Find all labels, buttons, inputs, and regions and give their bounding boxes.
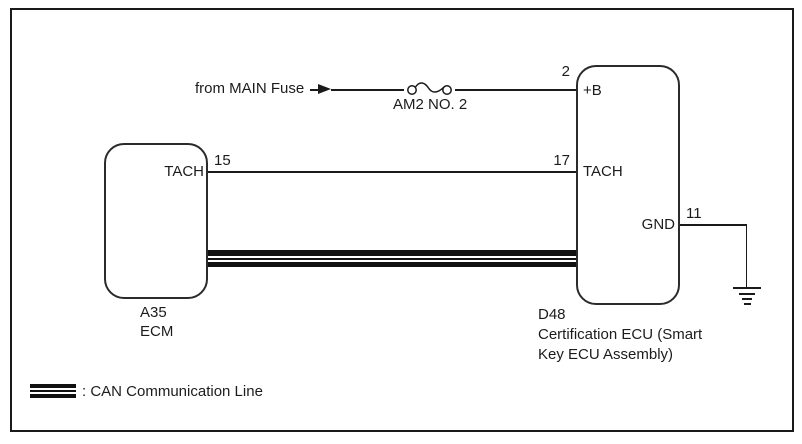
- ecm-pin-tach-label: TACH: [164, 163, 204, 180]
- fuse-name-label: AM2 NO. 2: [393, 96, 468, 113]
- gnd-wire-vertical: [745, 224, 747, 288]
- cert-pin-bplus-label: +B: [583, 82, 602, 99]
- ecm-box: [104, 143, 208, 299]
- ecm-name-label: ECM: [140, 323, 174, 340]
- b-plus-wire-right: [455, 89, 576, 91]
- cert-name-line1: Certification ECU (Smart: [538, 326, 703, 343]
- pin-number-17: 17: [553, 152, 570, 169]
- power-source-label: from MAIN Fuse: [195, 80, 305, 97]
- fuse-icon: [407, 82, 452, 95]
- certification-ecu-box: [576, 65, 680, 305]
- legend-can-line-label: : CAN Communication Line: [82, 383, 263, 400]
- arrow-right-icon: [318, 84, 331, 94]
- pin-number-15: 15: [214, 152, 231, 169]
- tach-wire: [208, 171, 576, 173]
- ecm-code-label: A35: [140, 304, 167, 321]
- gnd-wire-horizontal: [680, 224, 747, 226]
- cert-pin-gnd-label: GND: [641, 216, 675, 233]
- can-communication-line: [208, 250, 576, 267]
- arrow-lead-wire: [310, 89, 320, 91]
- diagram-border: [10, 8, 794, 432]
- b-plus-wire-left: [331, 89, 404, 91]
- pin-number-2: 2: [561, 63, 570, 80]
- pin-number-11: 11: [686, 205, 702, 222]
- cert-code-label: D48: [538, 306, 566, 323]
- legend-can-line-sample: [30, 384, 76, 398]
- cert-pin-tach-label: TACH: [583, 163, 623, 180]
- cert-name-line2: Key ECU Assembly): [538, 346, 674, 363]
